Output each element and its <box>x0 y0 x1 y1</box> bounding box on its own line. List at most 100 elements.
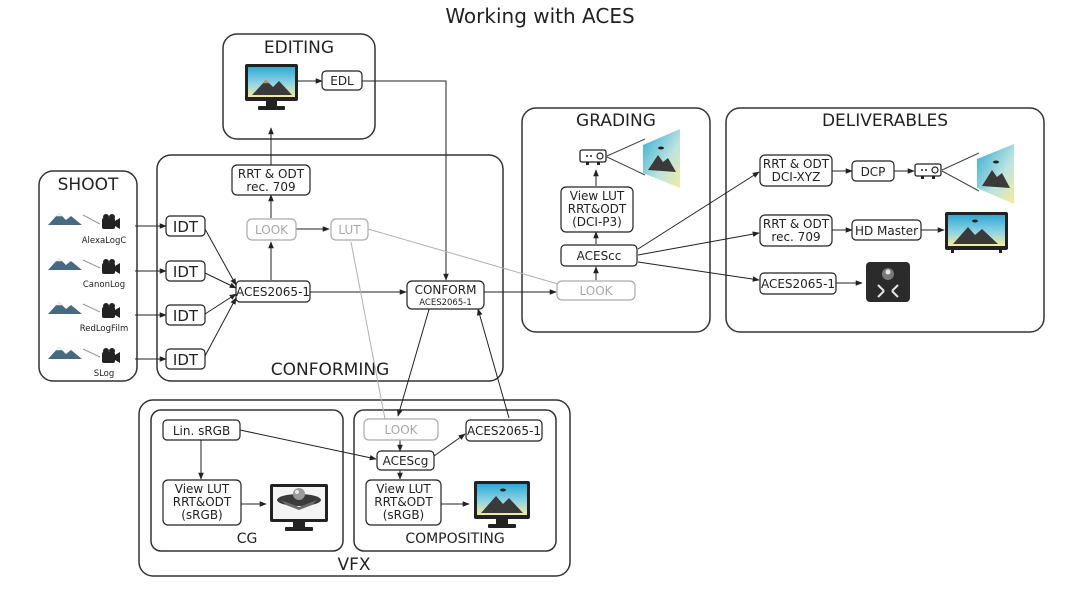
editing-monitor-icon <box>245 64 298 110</box>
wire-acescg-aces <box>433 433 466 457</box>
camera-row-alexa: AlexaLogC <box>48 213 126 246</box>
wire-conform-vfx <box>397 305 431 417</box>
video-camera-icon <box>102 348 120 363</box>
rrt-odt-dci-node <box>759 154 833 187</box>
viewlut-grading-line1: View LUT <box>570 189 625 203</box>
idt-label-3: IDT <box>173 307 199 325</box>
wire-linsrgb-acescg <box>239 429 377 461</box>
conforming-label: CONFORMING <box>271 360 390 380</box>
hd-tv-icon <box>945 212 1008 253</box>
hd-master-label: HD Master <box>855 224 918 238</box>
conform-node <box>406 280 485 310</box>
grading-group <box>521 107 711 333</box>
idt-node-3 <box>165 304 206 326</box>
aces2065-deliv-node <box>759 272 837 295</box>
vfx-label: VFX <box>337 555 370 575</box>
editing-label: EDITING <box>264 38 334 58</box>
rrt-odt-709-conforming-node <box>231 164 311 196</box>
aces2065-deliv-label: ACES2065-1 <box>761 277 835 291</box>
rrt-odt-709-conforming-line2: rec. 709 <box>246 180 295 194</box>
aces2065-vfx-node <box>465 419 543 442</box>
viewlut-cg-line1: View LUT <box>175 482 230 496</box>
conform-label: CONFORM <box>415 283 477 297</box>
mountain-thumb-icon <box>48 347 82 359</box>
grading-projector-icon <box>579 138 646 176</box>
vfx-group <box>138 399 571 577</box>
camera-label-red: RedLogFilm <box>80 324 129 334</box>
look-grading-node <box>556 280 636 301</box>
hard-drive-icon <box>866 262 910 302</box>
wire-idt4-aces <box>204 297 237 357</box>
wire-acescc-dci <box>637 171 760 250</box>
camera-row-slog: SLog <box>48 347 120 379</box>
conforming-group <box>156 154 504 382</box>
acescc-label: ACEScc <box>577 249 622 263</box>
wire-vfx-conform <box>477 308 510 419</box>
compositing-label: COMPOSITING <box>405 531 504 547</box>
look-vfx-node <box>363 418 439 441</box>
camera-row-red: RedLogFilm <box>48 302 128 334</box>
dcp-screen-icon <box>977 144 1014 204</box>
idt-node-4 <box>165 348 206 370</box>
rrt-odt-709-deliv-line1: RRT & ODT <box>763 217 830 231</box>
camera-label-canon: CanonLog <box>83 280 125 290</box>
edl-label: EDL <box>330 74 354 88</box>
wire-lut-look-vfx <box>350 241 386 420</box>
cg-monitor-icon <box>270 484 328 531</box>
viewlut-comp-node <box>365 479 442 526</box>
wire-lut-look-grading <box>367 228 559 285</box>
conform-sublabel: ACES2065-1 <box>419 298 471 308</box>
viewlut-cg-node <box>162 479 242 526</box>
mountain-thumb-icon <box>48 302 82 314</box>
rrt-odt-709-deliv-node <box>759 214 833 247</box>
video-camera-icon <box>102 259 120 274</box>
lut-label: LUT <box>338 223 361 237</box>
idt-node-1 <box>165 215 206 237</box>
lin-srgb-label: Lin. sRGB <box>173 424 230 438</box>
dcp-label: DCP <box>861 165 886 179</box>
video-camera-icon <box>102 214 120 229</box>
mountain-thumb-icon <box>48 258 82 270</box>
look-conforming-node <box>246 218 297 241</box>
wire-acescc-709 <box>637 231 760 256</box>
viewlut-grading-node <box>560 186 634 233</box>
look-vfx-label: LOOK <box>384 423 418 437</box>
video-camera-icon <box>102 303 120 318</box>
acescg-label: ACEScg <box>383 454 429 468</box>
viewlut-comp-line1: View LUT <box>376 482 431 496</box>
camera-label-slog: SLog <box>94 369 115 379</box>
camera-row-canon: CanonLog <box>48 258 125 290</box>
grading-label: GRADING <box>576 111 656 131</box>
viewlut-comp-line3: (sRGB) <box>383 508 424 522</box>
wire-idt1-aces <box>204 228 237 286</box>
acescc-node <box>560 244 638 267</box>
cg-label: CG <box>237 531 258 547</box>
aces2065-conforming-node <box>235 280 311 303</box>
shoot-group <box>38 170 138 382</box>
rrt-odt-dci-line1: RRT & ODT <box>763 157 830 171</box>
camera-label-alexa: AlexaLogC <box>82 236 127 246</box>
idt-label-1: IDT <box>173 218 199 236</box>
grading-screen-icon <box>643 129 680 188</box>
cg-group <box>150 409 344 552</box>
viewlut-cg-line3: (sRGB) <box>181 508 222 522</box>
lin-srgb-node <box>162 419 241 441</box>
idt-label-2: IDT <box>173 263 199 281</box>
rrt-odt-709-deliv-line2: rec. 709 <box>771 230 820 244</box>
aces2065-conforming-label: ACES2065-1 <box>236 285 310 299</box>
aces2065-vfx-label: ACES2065-1 <box>467 424 541 438</box>
hd-master-node <box>851 219 922 241</box>
editing-group <box>222 33 376 140</box>
shoot-label: SHOOT <box>58 175 119 195</box>
look-grading-label: LOOK <box>579 284 613 298</box>
viewlut-grading-line3: (DCI-P3) <box>572 215 622 229</box>
rrt-odt-dci-line2: DCI-XYZ <box>772 170 821 184</box>
acescg-node <box>376 450 435 471</box>
viewlut-cg-line2: RRT&ODT <box>173 495 232 509</box>
dcp-node <box>851 160 895 182</box>
deliverables-label: DELIVERABLES <box>822 111 948 131</box>
look-conforming-label: LOOK <box>255 223 289 237</box>
wire-idt2-aces <box>204 272 237 289</box>
wire-acescc-archive <box>637 261 760 282</box>
